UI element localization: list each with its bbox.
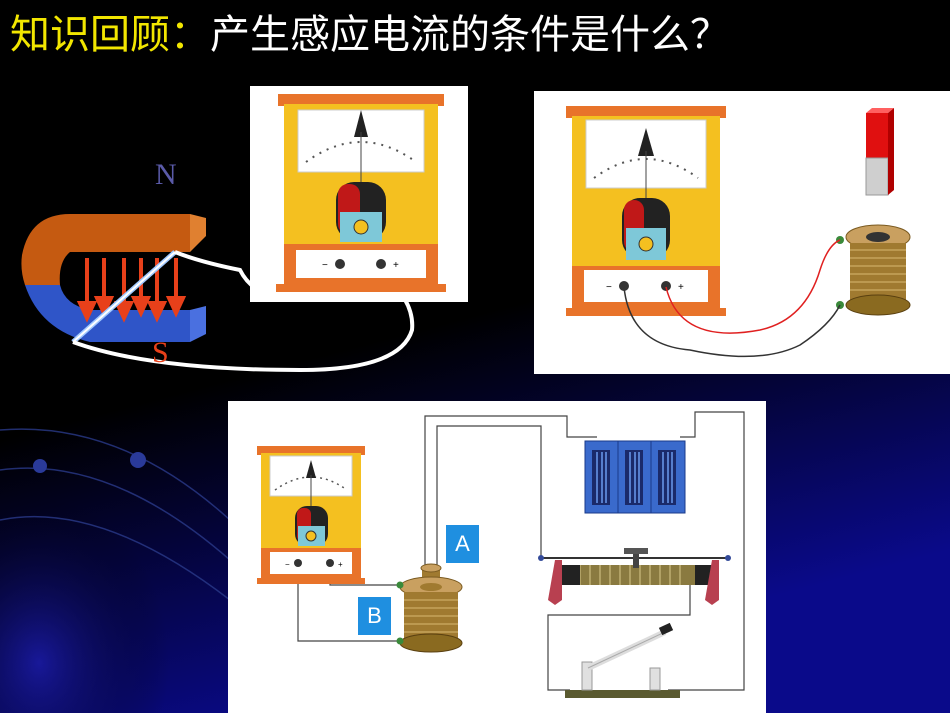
- decorative-dot: [130, 452, 146, 468]
- knife-switch: [565, 622, 680, 698]
- galvanometer-1: − +: [276, 94, 446, 292]
- decorative-arcs: [0, 428, 231, 601]
- meter-minus-label: −: [606, 282, 612, 293]
- bar-magnet: [865, 108, 894, 196]
- coil-b-label: B: [358, 597, 391, 635]
- meter-minus-label: −: [322, 260, 328, 271]
- coil-a-label: A: [446, 525, 479, 563]
- experiment3-circuit: − +: [257, 411, 745, 698]
- rheostat: [538, 548, 731, 605]
- galvanometer-2: − +: [566, 106, 726, 316]
- meter-plus-label: +: [338, 560, 343, 569]
- coil-b-outer: [396, 576, 463, 653]
- galvanometer-3: − +: [257, 446, 365, 584]
- title-question: 产生感应电流的条件是什么？: [210, 12, 730, 58]
- meter-plus-label: +: [393, 260, 399, 271]
- coil: [836, 224, 911, 316]
- title-prefix: 知识回顾：: [10, 12, 210, 58]
- battery-pack: [584, 440, 686, 514]
- wire-black: [623, 286, 841, 358]
- horseshoe-magnet: [21, 214, 206, 342]
- slide-title: 知识回顾：产生感应电流的条件是什么？: [10, 8, 730, 62]
- experiment1-diagram: [21, 214, 415, 373]
- decorative-dot: [33, 459, 47, 473]
- meter-minus-label: −: [285, 560, 290, 569]
- wire: [72, 270, 415, 373]
- wire: [174, 250, 342, 303]
- experiment2-components: [623, 108, 911, 358]
- wire-red: [665, 239, 841, 334]
- meter-plus-label: +: [678, 282, 684, 293]
- pole-north-label: N: [155, 158, 177, 191]
- pole-south-label: S: [152, 336, 169, 369]
